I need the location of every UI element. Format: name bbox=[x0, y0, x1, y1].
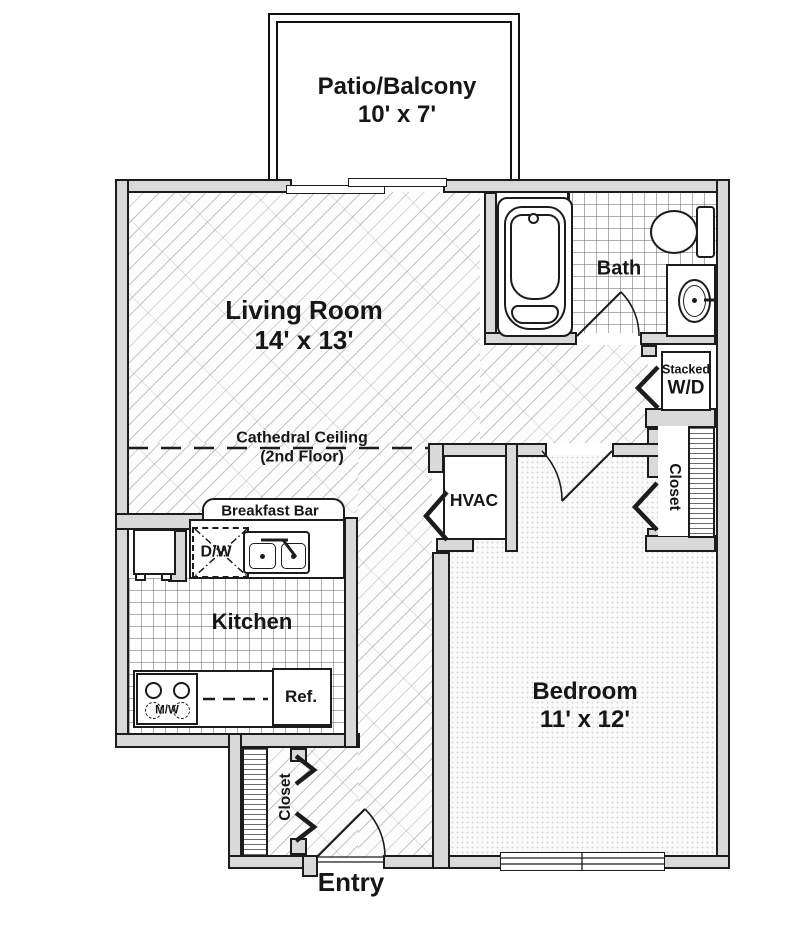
stacked-wd-label: Stacked W/D bbox=[662, 363, 710, 400]
bedroom-name: Bedroom bbox=[532, 678, 638, 706]
sink-drain-right bbox=[291, 554, 296, 559]
wd-label: W/D bbox=[667, 377, 705, 399]
wall-wd-stub bbox=[641, 345, 657, 357]
burner-top-right bbox=[173, 682, 190, 699]
entry-door bbox=[317, 808, 386, 857]
breakfast-bar-counter bbox=[202, 498, 345, 521]
entry-door-swing bbox=[364, 808, 386, 857]
bedroom-door-swing bbox=[541, 450, 563, 502]
patio-dims: 10' x 7' bbox=[357, 101, 437, 128]
wd-bifold-door bbox=[634, 365, 660, 410]
patio-label: Patio/Balcony 10' x 7' bbox=[318, 73, 477, 129]
bedroom-door bbox=[541, 450, 613, 502]
patio-inner-wall bbox=[276, 21, 512, 186]
stacked-wd-box bbox=[661, 351, 711, 411]
living-room-floor bbox=[128, 192, 480, 443]
hall-floor bbox=[480, 345, 648, 443]
entry-door-panel bbox=[317, 808, 366, 857]
bath-label: Bath bbox=[596, 257, 642, 280]
kitchen-sink-basin-right bbox=[281, 543, 306, 569]
sliding-door-panel-outer bbox=[286, 185, 385, 194]
bathtub-foot-band bbox=[511, 305, 559, 324]
bath-door bbox=[576, 291, 640, 337]
bathtub-drain bbox=[528, 213, 539, 224]
sliding-door-panel-inner bbox=[348, 178, 447, 187]
bath-door-swing bbox=[620, 291, 640, 337]
wall-closet-bottom bbox=[645, 535, 716, 552]
entry-label: Entry bbox=[317, 866, 385, 897]
kitchen-sink bbox=[243, 531, 310, 574]
living-room-dims: 14' x 13' bbox=[254, 325, 354, 355]
bathtub-inner-rim bbox=[504, 206, 566, 330]
bedroom-door-panel bbox=[561, 450, 613, 502]
toilet-bowl bbox=[650, 210, 698, 254]
closet-right-label: Closet bbox=[665, 463, 683, 511]
pantry-cabinet bbox=[133, 529, 176, 575]
closet-entry-shelving bbox=[242, 747, 268, 857]
living-room-name: Living Room bbox=[225, 294, 383, 325]
microwave-label: M/W bbox=[155, 704, 179, 717]
vanity-drain bbox=[692, 298, 697, 303]
cathedral-ceiling-label: Cathedral Ceiling (2nd Floor) bbox=[236, 429, 368, 466]
entry-floor bbox=[268, 748, 358, 858]
burner-bottom-right bbox=[173, 702, 190, 719]
wall-entry-jamb bbox=[302, 855, 318, 877]
kitchen-faucet bbox=[261, 538, 298, 558]
entry-threshold bbox=[318, 856, 385, 863]
breakfast-bar-label: Breakfast Bar bbox=[221, 502, 319, 520]
closet-right-floor bbox=[658, 426, 692, 536]
bath-door-panel bbox=[576, 291, 622, 337]
entry-closet-bifold-bottom bbox=[294, 811, 318, 843]
wall-bedroom-left bbox=[432, 552, 450, 869]
stacked-label: Stacked bbox=[662, 362, 710, 377]
kitchen-label: Kitchen bbox=[211, 609, 293, 635]
bedroom-window-mullions bbox=[501, 853, 664, 870]
refrigerator-label: Ref. bbox=[284, 687, 318, 707]
kitchen-sink-basin-left bbox=[249, 543, 276, 569]
hvac-bifold-door bbox=[423, 490, 449, 542]
refrigerator-box bbox=[272, 668, 332, 726]
sink-drain-left bbox=[260, 554, 265, 559]
dishwasher-x-lines bbox=[194, 528, 248, 577]
burner-bottom-left bbox=[145, 702, 162, 719]
bedroom-dims: 11' x 12' bbox=[539, 706, 631, 733]
closet-right-bifold-door bbox=[631, 481, 659, 532]
dishwasher-label: D/W bbox=[200, 543, 232, 561]
corridor-floor bbox=[358, 443, 432, 858]
burner-top-left bbox=[145, 682, 162, 699]
closet-right-shelving bbox=[688, 426, 715, 538]
cathedral-line1: Cathedral Ceiling bbox=[236, 429, 368, 447]
bedroom-label: Bedroom 11' x 12' bbox=[532, 678, 637, 734]
hvac-label: HVAC bbox=[449, 489, 499, 510]
closet-entry-label: Closet bbox=[277, 773, 295, 821]
patio-name: Patio/Balcony bbox=[317, 73, 477, 101]
toilet-tank bbox=[696, 206, 715, 258]
wall-kitchen-right bbox=[344, 517, 358, 748]
entry-closet-bifold-top bbox=[294, 754, 318, 786]
cathedral-line2: (2nd Floor) bbox=[260, 448, 344, 465]
living-room-label: Living Room 14' x 13' bbox=[225, 295, 382, 355]
patio-outer-wall bbox=[268, 13, 520, 186]
